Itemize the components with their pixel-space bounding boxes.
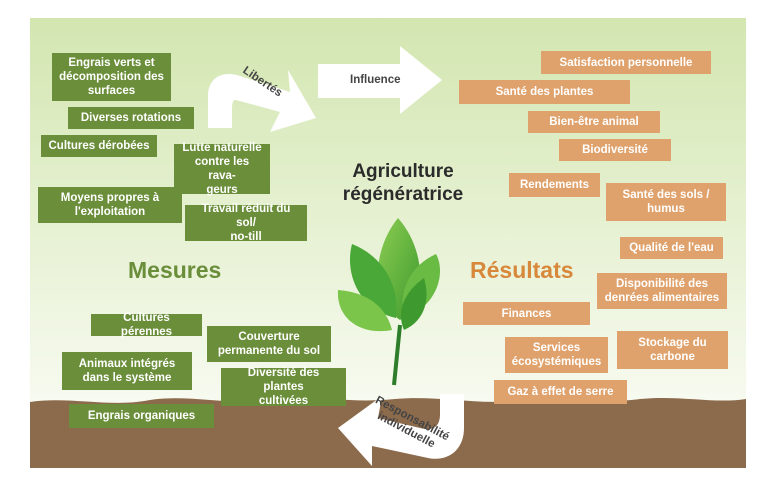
plant-stem xyxy=(392,324,402,386)
diagram-title: Agriculture régénératrice xyxy=(342,161,464,205)
leaf-left-upper xyxy=(349,244,397,318)
resultat-box: Stockage du carbone xyxy=(617,331,728,369)
mesure-box: Engrais verts et décomposition des surfa… xyxy=(52,53,171,101)
mesure-box: Diverses rotations xyxy=(68,107,194,129)
responsabilite-arrow xyxy=(338,394,464,466)
leaf-right-lower xyxy=(400,278,427,330)
mesure-box: Moyens propres à l'exploitation xyxy=(38,187,182,223)
resultat-box: Disponibilité des denrées alimentaires xyxy=(597,273,727,309)
leaf-left-lower xyxy=(337,290,392,332)
resultat-box: Bien-être animal xyxy=(528,111,660,133)
resultat-box: Santé des sols / humus xyxy=(606,183,726,221)
mesure-box: Travail réduit du sol/ no-till xyxy=(185,203,307,243)
mesure-box: Engrais organiques xyxy=(69,404,214,428)
resultat-box: Santé des plantes xyxy=(459,80,630,104)
influence-label: Influence xyxy=(350,74,401,86)
resultat-box: Gaz à effet de serre xyxy=(494,380,627,404)
mesure-box: Animaux intégrés dans le système xyxy=(62,352,192,390)
mesure-box: Diversité des plantes cultivées xyxy=(221,367,346,407)
section-title-mesures: Mesures xyxy=(128,257,222,283)
mesure-box: Cultures dérobées xyxy=(41,135,157,157)
resultat-box: Rendements xyxy=(509,173,600,197)
resultat-box: Finances xyxy=(463,302,590,325)
mesure-box: Lutte naturelle contre les rava- geurs xyxy=(174,142,270,196)
libertes-arrow xyxy=(208,70,316,132)
mesure-box: Cultures pérennes xyxy=(91,312,202,338)
influence-arrow xyxy=(318,46,442,114)
mesure-box: Couverture permanente du sol xyxy=(207,326,331,362)
resultat-box: Biodiversité xyxy=(559,139,671,161)
section-title-resultats: Résultats xyxy=(470,257,574,283)
resultat-box: Services écosystémiques xyxy=(505,337,608,373)
resultat-box: Satisfaction personnelle xyxy=(541,51,711,74)
resultat-box: Qualité de l'eau xyxy=(620,237,723,259)
